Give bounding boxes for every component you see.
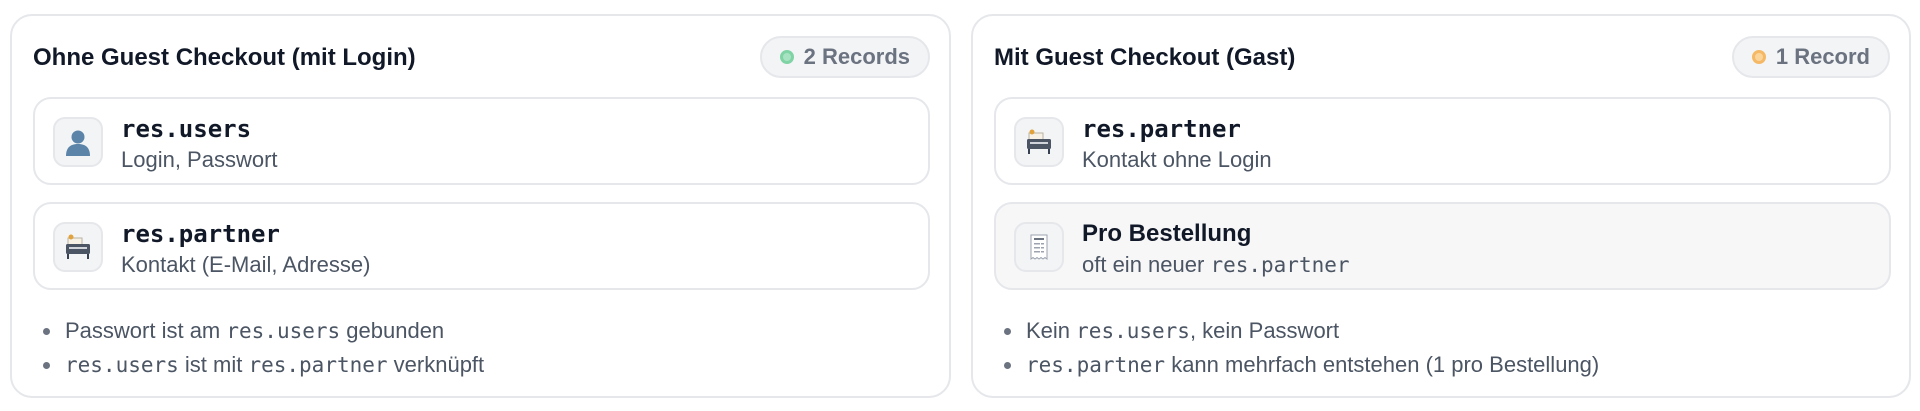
list-item: res.users ist mit res.partner verknüpft xyxy=(63,348,484,382)
list-item: res.partner kann mehrfach entstehen (1 p… xyxy=(1024,348,1599,382)
record-card-title: res.partner xyxy=(121,220,280,248)
record-card-res-partner: res.partner Kontakt (E-Mail, Adresse) xyxy=(33,202,930,290)
panel-title: Mit Guest Checkout (Gast) xyxy=(994,44,1296,71)
status-dot-icon xyxy=(779,50,794,64)
record-card-title: res.users xyxy=(121,115,252,143)
record-card-subtitle: Kontakt ohne Login xyxy=(1082,147,1272,172)
record-card-res-partner: res.partner Kontakt ohne Login xyxy=(994,97,1891,185)
record-card-subtitle: Login, Passwort xyxy=(121,147,278,172)
record-card-title: res.partner xyxy=(1082,115,1241,143)
record-card-res-users: res.users Login, Passwort xyxy=(33,97,930,185)
card-file-box-icon xyxy=(1014,117,1064,167)
records-badge-label: 2 Records xyxy=(803,44,910,69)
record-card-title: Pro Bestellung xyxy=(1082,220,1252,247)
records-badge: 1 Record xyxy=(1731,36,1890,78)
receipt-icon xyxy=(1014,222,1064,272)
list-item: Passwort ist am res.users gebunden xyxy=(63,314,484,348)
notes-list: Kein res.users, kein Passwort res.partne… xyxy=(994,314,1599,382)
record-card-per-order: Pro Bestellung oft ein neuer res.partner xyxy=(994,202,1891,290)
notes-list: Passwort ist am res.users gebunden res.u… xyxy=(33,314,484,382)
card-file-box-icon xyxy=(53,222,103,272)
panel-without-guest-checkout: Ohne Guest Checkout (mit Login) 2 Record… xyxy=(10,14,951,398)
record-card-subtitle: Kontakt (E-Mail, Adresse) xyxy=(121,252,371,277)
panel-with-guest-checkout: Mit Guest Checkout (Gast) 1 Record res.p… xyxy=(971,14,1911,398)
records-badge: 2 Records xyxy=(759,36,930,78)
status-dot-icon xyxy=(1751,50,1766,64)
records-badge-label: 1 Record xyxy=(1775,44,1870,69)
panel-title: Ohne Guest Checkout (mit Login) xyxy=(33,44,416,71)
record-card-subtitle: oft ein neuer res.partner xyxy=(1082,252,1350,277)
list-item: Kein res.users, kein Passwort xyxy=(1024,314,1599,348)
user-icon xyxy=(53,117,103,167)
